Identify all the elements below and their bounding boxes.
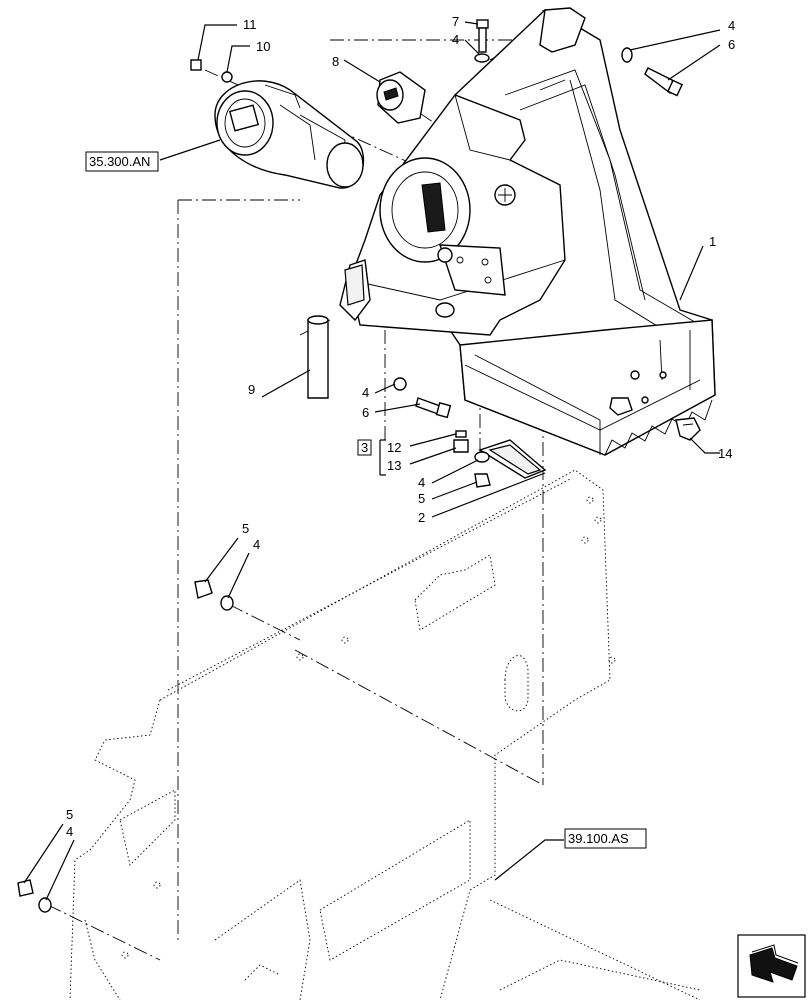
bracket-assembly	[339, 7, 716, 456]
callout-5[interactable]: 5	[242, 521, 249, 536]
callout-4[interactable]: 4	[728, 18, 735, 33]
callout-4[interactable]: 4	[418, 475, 425, 490]
ref-box-bottom[interactable]	[564, 828, 647, 849]
callout-6[interactable]: 6	[362, 405, 369, 420]
callout-8[interactable]: 8	[332, 54, 339, 69]
callout-11[interactable]: 11	[243, 17, 257, 32]
callout-3[interactable]: 3	[361, 440, 368, 455]
callout-4[interactable]: 4	[452, 32, 459, 47]
callout-numbers: 11 10 7 4 8 4 6 1 9 4 6 12 13 4 5 2 14 5…	[66, 14, 735, 839]
ref-box-top[interactable]	[85, 151, 159, 172]
navigation-arrow-icon[interactable]	[737, 934, 806, 998]
callout-7[interactable]: 7	[452, 14, 459, 29]
body-panel-dotted	[69, 469, 701, 1000]
callout-4[interactable]: 4	[362, 385, 369, 400]
callout-5[interactable]: 5	[66, 807, 73, 822]
leader-lines	[23, 21, 721, 901]
reference-boxes: 35.300.AN 39.100.AS	[85, 151, 647, 849]
ref-label-bottom: 39.100.AS	[568, 831, 629, 846]
callout-2[interactable]: 2	[418, 510, 425, 525]
callout-5[interactable]: 5	[418, 491, 425, 506]
hardware	[17, 19, 701, 913]
callout-4[interactable]: 4	[66, 824, 73, 839]
callout-10[interactable]: 10	[256, 39, 270, 54]
callout-12[interactable]: 12	[387, 440, 401, 455]
callout-13[interactable]: 13	[387, 458, 401, 473]
callout-1[interactable]: 1	[709, 234, 716, 249]
callout-14[interactable]: 14	[718, 446, 732, 461]
motor-assembly	[214, 80, 365, 189]
filler-cap	[376, 71, 426, 124]
callout-6[interactable]: 6	[728, 37, 735, 52]
callout-4[interactable]: 4	[253, 537, 260, 552]
ref-label-top: 35.300.AN	[89, 154, 150, 169]
callout-3-box	[357, 439, 372, 456]
callout-9[interactable]: 9	[248, 382, 255, 397]
